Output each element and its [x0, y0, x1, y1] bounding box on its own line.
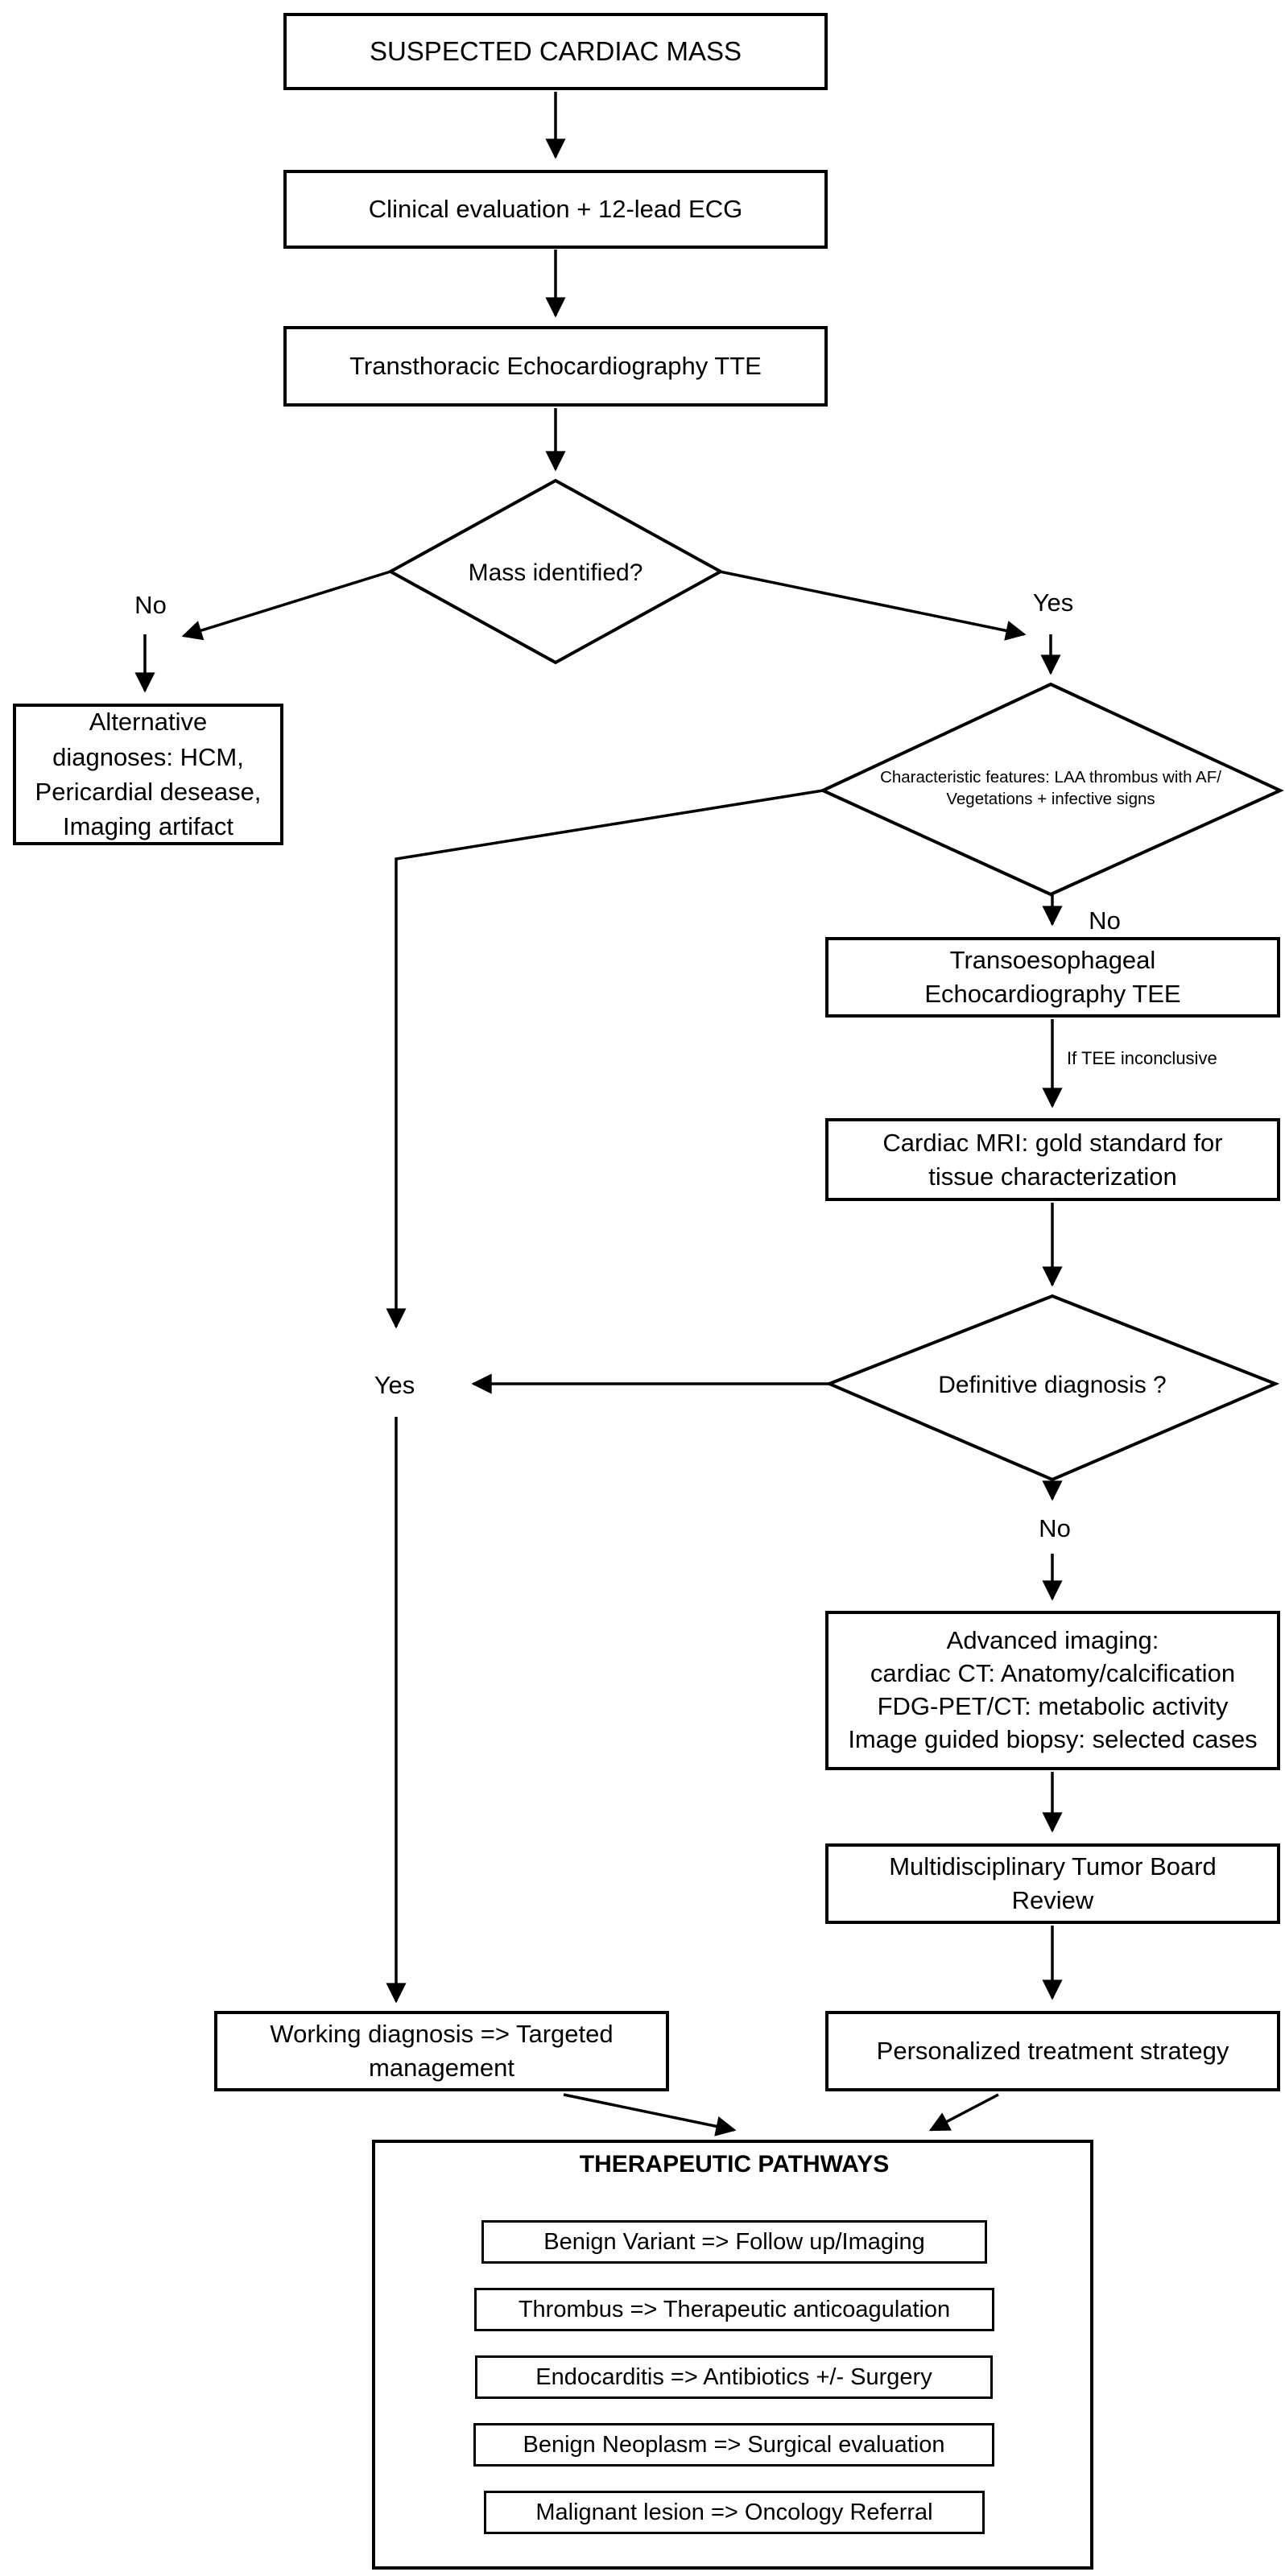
edge-label-tee-inconclusive: If TEE inconclusive: [1067, 1048, 1217, 1068]
arrow-personalized-to-pathways: [928, 2093, 999, 2132]
mass-identified-label: Mass identified?: [468, 559, 643, 586]
working-diagnosis-node: Working diagnosis => Targeted management: [214, 2011, 669, 2091]
suspected-cardiac-mass-node: SUSPECTED CARDIAC MASS: [283, 13, 828, 90]
edge-label-mass-no: No: [134, 591, 167, 619]
pathway-item-endocarditis: Endocarditis => Antibiotics +/- Surgery: [475, 2355, 993, 2399]
arrow-working-to-pathways: [563, 2093, 737, 2136]
pathway-item-malignant-lesion: Malignant lesion => Oncology Referral: [484, 2491, 985, 2534]
edge-label-mass-yes: Yes: [1032, 588, 1074, 617]
arrow-mass-yes: [719, 570, 1027, 641]
mass-identified-diamond: [386, 478, 725, 665]
pathway-item-benign-neoplasm: Benign Neoplasm => Surgical evaluation: [473, 2423, 994, 2467]
characteristic-features-diamond: [819, 682, 1284, 897]
personalized-treatment-node: Personalized treatment strategy: [825, 2011, 1280, 2091]
characteristic-features-label: Characteristic features: LAA thrombus wi…: [880, 768, 1221, 808]
definitive-diagnosis-label: Definitive diagnosis ?: [938, 1372, 1167, 1398]
transthoracic-echo-node: Transthoracic Echocardiography TTE: [283, 326, 828, 407]
cardiac-mri-node: Cardiac MRI: gold standard for tissue ch…: [825, 1118, 1280, 1201]
arrow-characteristic-yes: [386, 789, 824, 1329]
tumor-board-node: Multidisciplinary Tumor Board Review: [825, 1843, 1280, 1924]
edge-label-definitive-no: No: [1039, 1514, 1071, 1542]
edge-label-definitive-yes: Yes: [374, 1371, 415, 1399]
arrow-mass-no: [181, 570, 391, 641]
definitive-diagnosis-diamond: [824, 1294, 1280, 1482]
therapeutic-pathways-title: THERAPEUTIC PATHWAYS: [579, 2151, 890, 2178]
clinical-evaluation-node: Clinical evaluation + 12-lead ECG: [283, 170, 828, 249]
pathway-item-benign-variant: Benign Variant => Follow up/Imaging: [481, 2220, 987, 2264]
alternative-diagnoses-node: Alternative diagnoses: HCM, Pericardial …: [13, 704, 283, 845]
pathway-item-thrombus: Thrombus => Therapeutic anticoagulation: [474, 2288, 994, 2331]
advanced-imaging-node: Advanced imaging: cardiac CT: Anatomy/ca…: [825, 1611, 1280, 1770]
transoesophageal-echo-node: Transoesophageal Echocardiography TEE: [825, 937, 1280, 1018]
edge-label-characteristic-no: No: [1089, 906, 1121, 935]
